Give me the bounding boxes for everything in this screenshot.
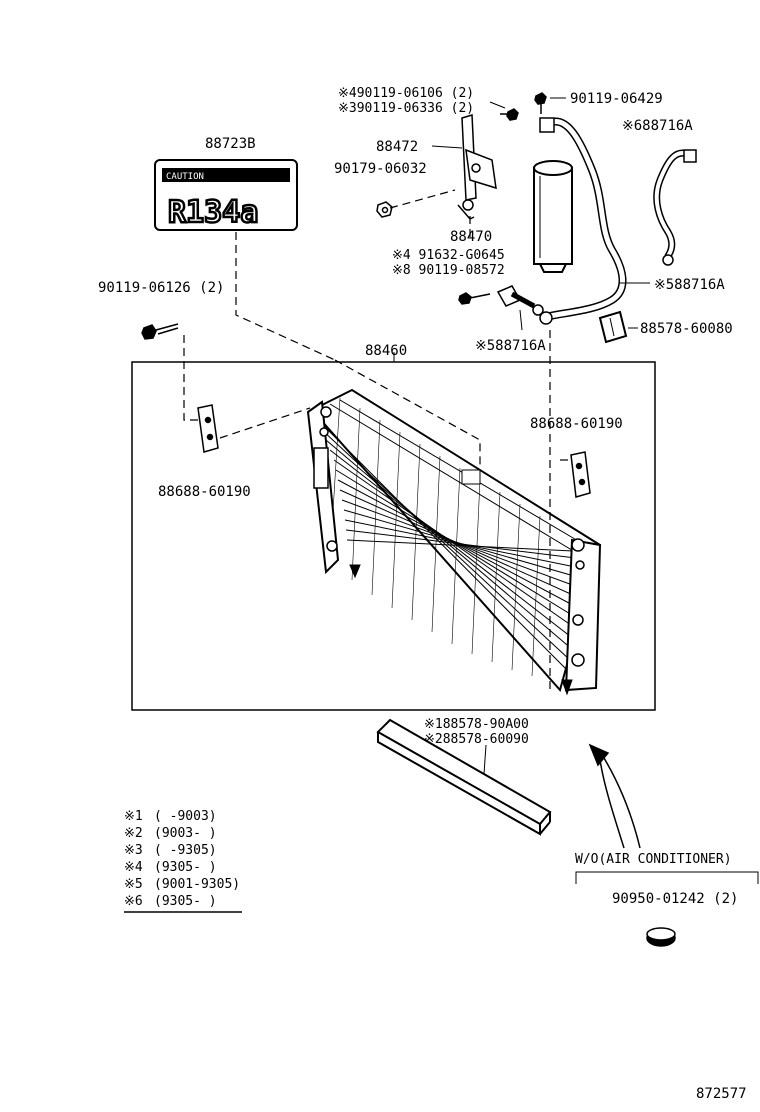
legend-mark: ※4: [124, 860, 143, 875]
label-88688-right: 88688-60190: [530, 416, 623, 432]
r134a-text: R134a: [168, 195, 258, 230]
label-88472: 88472: [376, 139, 418, 155]
legend-range: (9003- ): [154, 826, 217, 841]
leader-lines: [183, 189, 571, 690]
bolt-90119-06126: [141, 323, 179, 340]
legend-mark: ※3: [124, 843, 143, 858]
plug-arrow: [588, 743, 641, 849]
legend-mark: ※5: [124, 877, 143, 892]
label-4-91632-g0645: ※4 91632-G0645: [392, 248, 505, 263]
receiver-88470: [533, 160, 573, 273]
legend-range: (9305- ): [154, 860, 217, 875]
label-5-88716a-mid: ※588716A: [475, 338, 546, 354]
legend-mark: ※1: [124, 809, 143, 824]
legend-mark: ※2: [124, 826, 143, 841]
seal-88578-90a00: [376, 718, 552, 836]
label-90950-01242: 90950-01242 (2): [612, 891, 738, 907]
label-88578-60080: 88578-60080: [640, 321, 733, 337]
legend-range: (9305- ): [154, 894, 217, 909]
legend-range: (9001-9305): [154, 877, 240, 892]
label-90119-06126: 90119-06126 (2): [98, 280, 224, 296]
nut-90179-06032: [376, 201, 393, 218]
label-88688-left: 88688-60190: [158, 484, 251, 500]
label-6-88716a: ※688716A: [622, 118, 693, 134]
legend-range: ( -9305): [154, 843, 217, 858]
label-1-88578-90a00: ※188578-90A00: [424, 717, 529, 732]
bolt-90119-06429: [534, 92, 547, 114]
label-4-90119-06106: ※490119-06106 (2): [338, 86, 474, 101]
label-8-90119-08572: ※8 90119-08572: [392, 263, 505, 278]
label-90179-06032: 90179-06032: [334, 161, 427, 177]
cushion-88578-60080: [598, 310, 628, 344]
legend-range: ( -9003): [154, 809, 217, 824]
label-88470: 88470: [450, 229, 492, 245]
bolt-90119-06106: [500, 108, 519, 121]
label-3-90119-06336: ※390119-06336 (2): [338, 101, 474, 116]
label-wo-ac: W/O(AIR CONDITIONER): [575, 852, 732, 867]
caution-text: CAUTION: [166, 172, 204, 182]
label-5-88716a-right: ※588716A: [654, 277, 725, 293]
condenser-core: [306, 388, 602, 696]
plug-90950-01242: [646, 927, 676, 947]
label-88723b: 88723B: [205, 136, 256, 152]
label-88460: 88460: [365, 343, 407, 359]
bracket-right: [570, 451, 591, 498]
pipe-88716a-short: [496, 285, 544, 316]
label-2-88578-60090: ※288578-60090: [424, 732, 529, 747]
bracket-88472: [457, 114, 497, 220]
bolt-91632-g0645: [458, 292, 491, 305]
r134a-caution-label: CAUTION R134a: [154, 159, 298, 231]
diagram-number: 872577: [696, 1086, 747, 1102]
legend: ※1 ( -9003) ※2 (9003- ) ※3 ( -9305) ※4 (…: [124, 809, 242, 913]
legend-mark: ※6: [124, 894, 143, 909]
pipe-88716a-variant: [653, 149, 697, 266]
pipe-88716a: [539, 117, 627, 325]
bracket-left: [197, 404, 219, 453]
label-90119-06429: 90119-06429: [570, 91, 663, 107]
